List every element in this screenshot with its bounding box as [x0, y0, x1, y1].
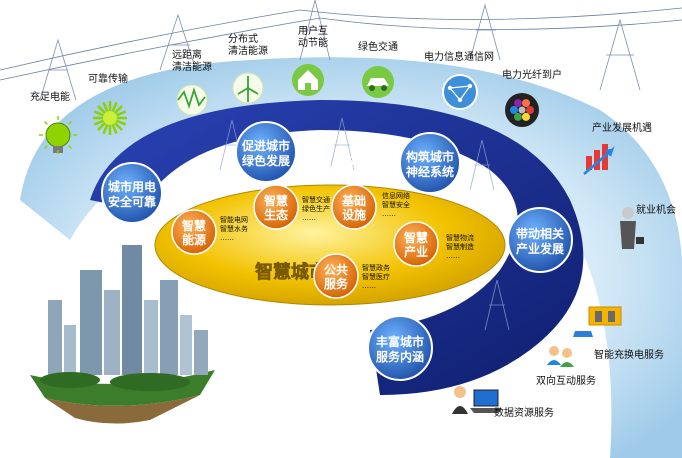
inner-circle [393, 221, 439, 267]
sunburst-icon [93, 101, 127, 135]
inner-circle-note: …… [446, 252, 460, 260]
outer-circle-line1: 丰富城市 [376, 334, 424, 349]
top-icon-label: 远距离 [172, 48, 202, 61]
top-icon-label: 清洁能源 [228, 44, 268, 57]
bar-growth-icon [583, 144, 615, 175]
wind-turbine-icon [232, 72, 264, 104]
outer-circle-line2: 服务内涵 [376, 349, 424, 364]
inner-circle-note: 智慧水务 [220, 224, 248, 233]
inner-circle-note: 智能电网 [220, 215, 248, 224]
right-icon-label: 产业发展机遇 [592, 121, 652, 134]
inner-circle-line1: 公共 [324, 262, 348, 277]
top-benefit-icons: 充足电能可靠传输远距离清洁能源分布式清洁能源用户互动节能绿色交通电力信息通信网电… [30, 24, 562, 154]
house-icon [292, 64, 324, 96]
outer-circle-line1: 城市用电 [108, 179, 156, 194]
top-icon-label: 分布式 [228, 32, 258, 45]
top-icon-label: 用户互 [298, 24, 328, 37]
top-icon-label: 动节能 [298, 36, 328, 49]
smart-grid-ring [90, 100, 584, 395]
smart-city-core [154, 184, 506, 306]
top-icon-label: 绿色交通 [358, 40, 398, 53]
right-icon-label: 数据资源服务 [494, 406, 554, 419]
top-icon-label: 电力信息通信网 [424, 50, 494, 63]
right-icon-label: 就业机会 [636, 203, 676, 216]
top-icon-label: 电力光纤到户 [502, 68, 562, 81]
right-icon-label: 智能充换电服务 [594, 348, 664, 361]
outer-circle [367, 315, 433, 381]
inner-circle [313, 253, 359, 299]
outer-circle-line2: 神经系统 [406, 164, 454, 179]
inner-circle-line2: 生态 [264, 207, 288, 222]
inner-circle-line2: 设施 [342, 207, 366, 222]
outer-circle-line1: 构筑城市 [406, 149, 454, 164]
center-title: 智慧城市 [255, 261, 327, 283]
inner-circle-line1: 智慧 [181, 218, 206, 233]
top-icon-label: 清洁能源 [172, 60, 212, 73]
inner-circle-line2: 产业 [404, 244, 428, 259]
city-skyline [0, 245, 310, 458]
outer-circle-line2: 安全可靠 [108, 194, 156, 209]
people-interaction-icon [547, 346, 574, 367]
outer-circle-line2: 绿色发展 [242, 153, 290, 168]
fiber-cable-icon [505, 93, 539, 127]
outer-circle-line1: 带动相关 [516, 226, 564, 241]
laptop-user-icon [452, 386, 502, 414]
inner-circle-line1: 基础 [341, 193, 366, 208]
inner-circle-note: 智慧安全 [382, 200, 410, 209]
inner-circle [171, 209, 217, 255]
inner-circle-note: 智慧政务 [362, 263, 390, 272]
inner-circle-note: …… [362, 282, 376, 290]
inner-circle [331, 184, 377, 230]
right-icon-label: 双向互动服务 [536, 374, 596, 387]
outer-circle [507, 207, 573, 273]
inner-circle-note: 信息网络 [382, 191, 410, 200]
inner-circle-note: …… [220, 234, 234, 242]
inner-circle-note: 智慧医疗 [362, 272, 390, 281]
outer-circle [101, 162, 163, 224]
inner-circle [253, 184, 299, 230]
inner-circle-note: 智慧物流 [446, 233, 474, 242]
inner-circle-line1: 智慧 [403, 230, 428, 245]
power-lines [0, 0, 682, 101]
outer-circle-line1: 促进城市 [241, 138, 290, 153]
wave-icon [176, 84, 208, 116]
network-globe-icon [442, 74, 478, 110]
charging-station-icon [573, 306, 622, 337]
inner-circle-line2: 能源 [182, 232, 206, 247]
outer-circle-line2: 产业发展 [516, 241, 564, 256]
inner-circle-note: …… [302, 214, 316, 222]
inner-domain-circles: 智慧能源智能电网智慧水务……智慧生态智慧交通绿色生产……基础设施信息网络智慧安全… [171, 184, 474, 299]
top-icon-label: 充足电能 [30, 90, 70, 103]
ring-title: 智能电网 [302, 154, 362, 172]
businessman-icon [620, 207, 644, 249]
inner-circle-note: 智慧制造 [446, 242, 474, 251]
inner-circle-note: 绿色生产 [302, 204, 330, 213]
outer-circle [235, 121, 297, 183]
top-icon-label: 可靠传输 [88, 72, 128, 85]
outer-circle [399, 132, 461, 194]
electric-car-icon [362, 66, 394, 98]
bulb-icon [39, 116, 77, 154]
inner-circle-note: 智慧交通 [302, 195, 330, 204]
inner-circle-note: …… [382, 210, 396, 218]
inner-circle-line2: 服务 [324, 276, 349, 291]
inner-circle-line1: 智慧 [263, 193, 288, 208]
